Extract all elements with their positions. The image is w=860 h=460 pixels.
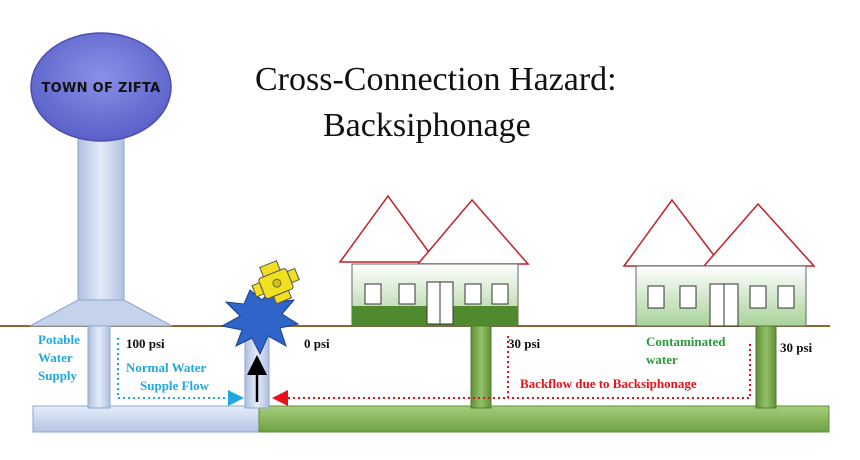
psi-30-label-house-1: 30 psi bbox=[508, 336, 541, 351]
house-2-window-4 bbox=[777, 285, 795, 309]
house-2 bbox=[622, 198, 816, 409]
house-2-roof-right bbox=[702, 202, 816, 267]
potable-label-line-3: Supply bbox=[38, 368, 78, 383]
normal-flow-arrow bbox=[117, 338, 244, 406]
normal-flow-label-line-1: Normal Water bbox=[126, 360, 206, 375]
house-1-service-pipe bbox=[470, 325, 492, 409]
psi-100-label: 100 psi bbox=[126, 336, 165, 351]
house-2-window-1 bbox=[647, 285, 665, 309]
contaminated-label-line-2: water bbox=[646, 352, 678, 367]
tower-column bbox=[77, 131, 125, 309]
broken-hydrant-icon bbox=[251, 260, 300, 305]
house-1-roof-left bbox=[338, 194, 438, 263]
title-line-1: Cross-Connection Hazard: bbox=[255, 61, 617, 98]
tower-base bbox=[29, 299, 173, 327]
potable-label-line-1: Potable bbox=[38, 332, 80, 347]
house-1-window-1 bbox=[364, 283, 382, 305]
psi-30-label-house-2: 30 psi bbox=[780, 340, 813, 355]
tower-label: TOWN OF ZIFTA bbox=[41, 81, 160, 96]
tower-riser-pipe bbox=[87, 325, 111, 409]
contaminated-label-line-1: Contaminated bbox=[646, 334, 726, 349]
main-pipe-clean bbox=[32, 405, 260, 433]
main-pipe-contaminated bbox=[258, 405, 830, 433]
house-2-roof-left bbox=[622, 198, 724, 267]
house-1 bbox=[338, 194, 530, 409]
house-1-roof-right bbox=[416, 198, 530, 265]
house-1-window-2 bbox=[398, 283, 416, 305]
house-1-window-3 bbox=[464, 283, 482, 305]
house-1-window-4 bbox=[491, 283, 509, 305]
house-2-service-pipe bbox=[755, 325, 777, 409]
psi-0-label: 0 psi bbox=[304, 336, 330, 351]
house-2-window-3 bbox=[749, 285, 767, 309]
house-2-window-2 bbox=[679, 285, 697, 309]
backflow-label: Backflow due to Backsiphonage bbox=[520, 376, 697, 391]
title-line-2: Backsiphonage bbox=[323, 107, 531, 144]
normal-flow-label-line-2: Supple Flow bbox=[140, 378, 210, 393]
potable-label-line-2: Water bbox=[38, 350, 73, 365]
water-tower: TOWN OF ZIFTA bbox=[29, 32, 173, 409]
backflow-arrow-house-2 bbox=[508, 344, 751, 399]
tower-tank bbox=[30, 32, 172, 142]
